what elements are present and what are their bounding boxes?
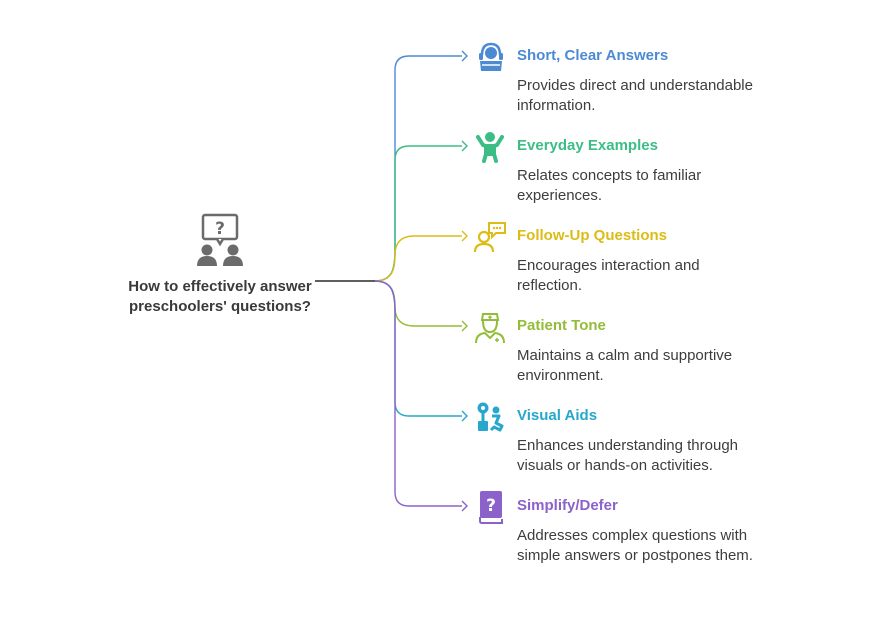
branch-title: Short, Clear Answers (517, 47, 669, 64)
happy-child-icon (472, 129, 508, 165)
branch-description: Relates concepts to familiar experiences… (517, 167, 702, 204)
activity-blocks-icon (472, 399, 508, 435)
branch-title: Everyday Examples (517, 137, 658, 154)
branch-title: Patient Tone (517, 317, 606, 334)
branch-title: Follow-Up Questions (517, 227, 667, 244)
headset-support-icon (472, 39, 508, 75)
svg-text:?: ? (486, 496, 496, 516)
branch-title: Visual Aids (517, 407, 598, 424)
question-chat-icon: ? (192, 212, 248, 268)
branch-description: Addresses complex questions with simple … (517, 527, 753, 564)
root-question-label: How to effectively answer preschoolers' … (128, 278, 312, 315)
branch-description: Provides direct and understandable infor… (517, 77, 753, 114)
branch-description: Maintains a calm and supportive environm… (517, 347, 733, 384)
question-book-icon: ? (472, 489, 508, 525)
person-speech-icon (472, 219, 508, 255)
branch-description: Enhances understanding through visuals o… (517, 437, 739, 474)
svg-text:?: ? (215, 219, 225, 239)
branch-description: Encourages interaction and reflection. (517, 257, 700, 294)
nurse-icon (472, 309, 508, 345)
branch-title: Simplify/Defer (517, 497, 618, 514)
